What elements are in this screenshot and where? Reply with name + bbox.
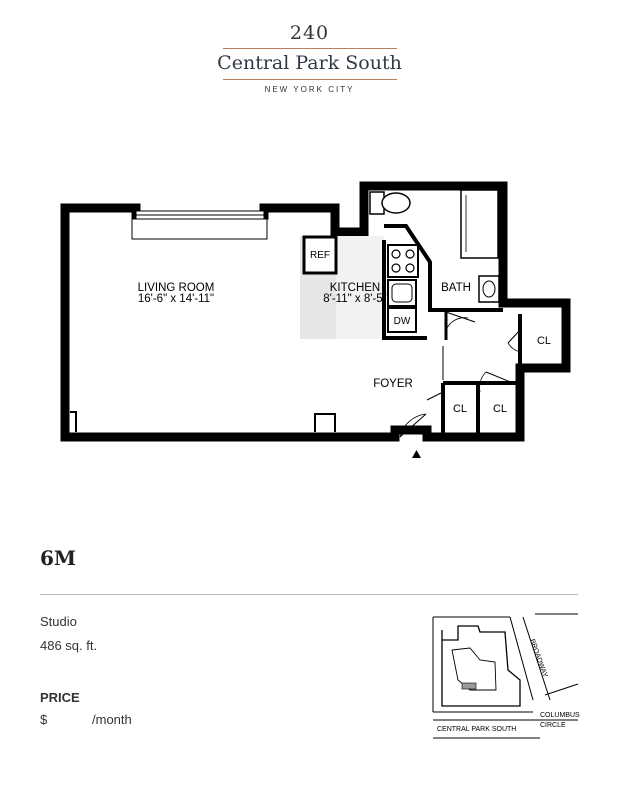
ref-box [302,235,338,275]
bath-wall [384,224,503,312]
logo-rule-top [223,48,397,49]
bath-sink [478,275,500,303]
building-footprint [441,625,521,707]
kitchen-dims: 8'-11" x 8'-5" [323,293,386,305]
logo-city: NEW YORK CITY [264,85,355,94]
unit-highlight [461,682,477,690]
unit-size: 486 sq. ft. [40,638,98,653]
logo-rule-bottom [223,79,397,80]
stove [387,244,419,278]
bathtub [460,189,499,259]
floor-plan: LIVING ROOM 16'-6" x 14'-11" KITCHEN 8'-… [60,181,571,458]
window-sill [131,218,268,240]
price-label: PRICE [40,690,80,705]
living-room-label: LIVING ROOM [138,282,215,294]
logo-name: Central Park South [217,52,402,74]
entry-door [399,413,427,438]
closet-label: CL [453,403,467,415]
kitchen-wall [382,240,427,340]
living-room-dims: 16'-6" x 14'-11" [138,293,214,305]
dw-box [387,307,417,333]
unit-type: Studio [40,614,77,629]
divider [40,594,578,595]
toilet [381,192,411,214]
logo-number: 240 [289,22,330,44]
kitchen-label: KITCHEN [330,282,380,294]
closet-label: CL [537,335,551,347]
bath-label: BATH [441,282,471,294]
ref-label: REF [310,250,330,261]
cps-label: CENTRAL PARK SOUTH [437,726,516,733]
price-suffix: /month [92,712,132,727]
foyer-label: FOYER [373,378,413,390]
entry-arrow-icon [412,450,421,458]
broadway-label: BROADWAY [528,638,548,678]
closet-label: CL [493,403,507,415]
dw-label: DW [394,316,411,327]
columbus-label-2: CIRCLE [540,722,566,729]
price-currency: $ [40,712,48,727]
unit-name: 6M [40,546,77,570]
columbus-label-1: COLUMBUS [540,712,580,719]
